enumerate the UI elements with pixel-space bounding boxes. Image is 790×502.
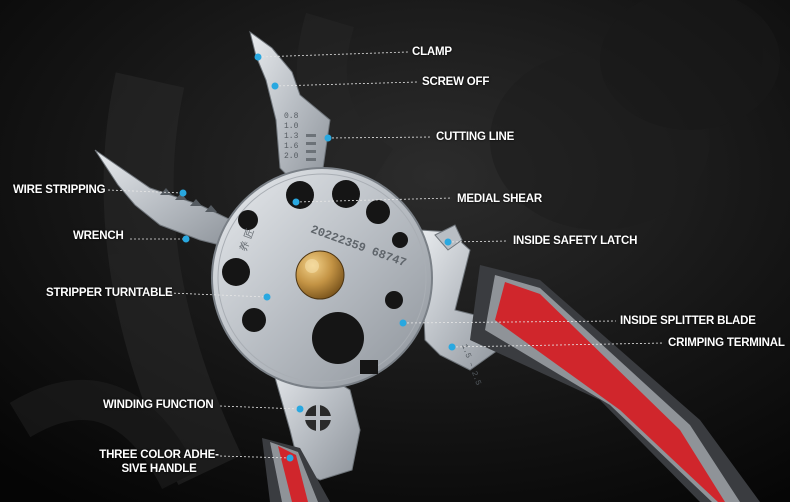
marker-handle	[286, 454, 294, 462]
upper-jaw-gauge-scale: 0.81.01.31.62.0	[284, 112, 299, 161]
gauge-scale-value: 1.3	[284, 132, 299, 141]
callout-wrench: WRENCH	[73, 230, 124, 242]
marker-wrench	[182, 235, 190, 243]
pliers-handle-right	[470, 265, 760, 502]
brass-pivot-knob	[295, 250, 345, 300]
marker-splitter-blade	[399, 319, 407, 327]
stripper-turntable-disc	[211, 167, 433, 389]
callout-cutting-line: CUTTING LINE	[436, 131, 515, 143]
callout-three-color-handle-line-2: SIVE HANDLE	[121, 463, 197, 475]
marker-clamp	[254, 53, 262, 61]
marker-turntable	[263, 293, 271, 301]
gauge-scale-value: 2.0	[284, 152, 299, 161]
callout-clamp: CLAMP	[412, 46, 452, 58]
callout-crimping-terminal: CRIMPING TERMINAL	[668, 337, 785, 349]
callout-inside-splitter-blade: INSIDE SPLITTER BLADE	[620, 315, 756, 327]
callout-three-color-handle: THREE COLOR ADHE- SIVE HANDLE	[98, 448, 220, 476]
marker-wire-stripping	[179, 189, 187, 197]
callout-stripper-turntable: STRIPPER TURNTABLE	[46, 287, 173, 299]
gauge-scale-value: 0.8	[284, 112, 299, 121]
marker-safety-latch	[444, 238, 452, 246]
callout-three-color-handle-line-1: THREE COLOR ADHE-	[99, 449, 219, 461]
gauge-scale-value: 1.0	[284, 122, 299, 131]
marker-cutting-line	[324, 134, 332, 142]
callout-medial-shear: MEDIAL SHEAR	[457, 193, 542, 205]
winding-hole-icon	[305, 405, 331, 431]
callout-winding-function: WINDING FUNCTION	[103, 399, 214, 411]
left-jaw	[94, 149, 236, 249]
marker-screw-off	[271, 82, 279, 90]
marker-crimping-terminal	[448, 343, 456, 351]
callout-inside-safety-latch: INSIDE SAFETY LATCH	[513, 235, 638, 247]
callout-wire-stripping: WIRE STRIPPING	[13, 184, 106, 196]
callout-leader-lines	[107, 51, 665, 459]
marker-medial-shear	[292, 198, 300, 206]
callout-screw-off: SCREW OFF	[422, 76, 490, 88]
marker-winding	[296, 405, 304, 413]
pliers-handle-lower	[262, 438, 330, 502]
callout-markers	[179, 53, 456, 462]
gauge-scale-value: 1.6	[284, 142, 299, 151]
background-bag-shapes	[9, 0, 780, 490]
